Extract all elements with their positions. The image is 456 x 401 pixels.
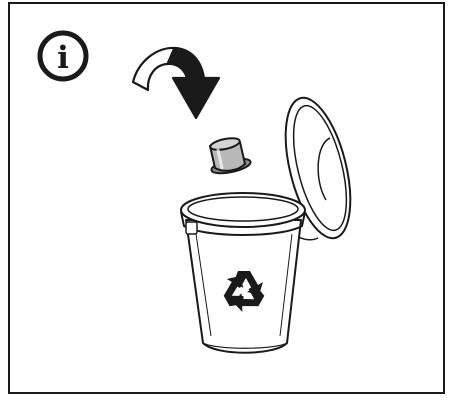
curved-arrow-down-icon — [133, 48, 219, 118]
info-symbol: i — [57, 40, 69, 76]
coffee-capsule-icon — [209, 136, 252, 176]
info-icon: i — [40, 33, 86, 79]
